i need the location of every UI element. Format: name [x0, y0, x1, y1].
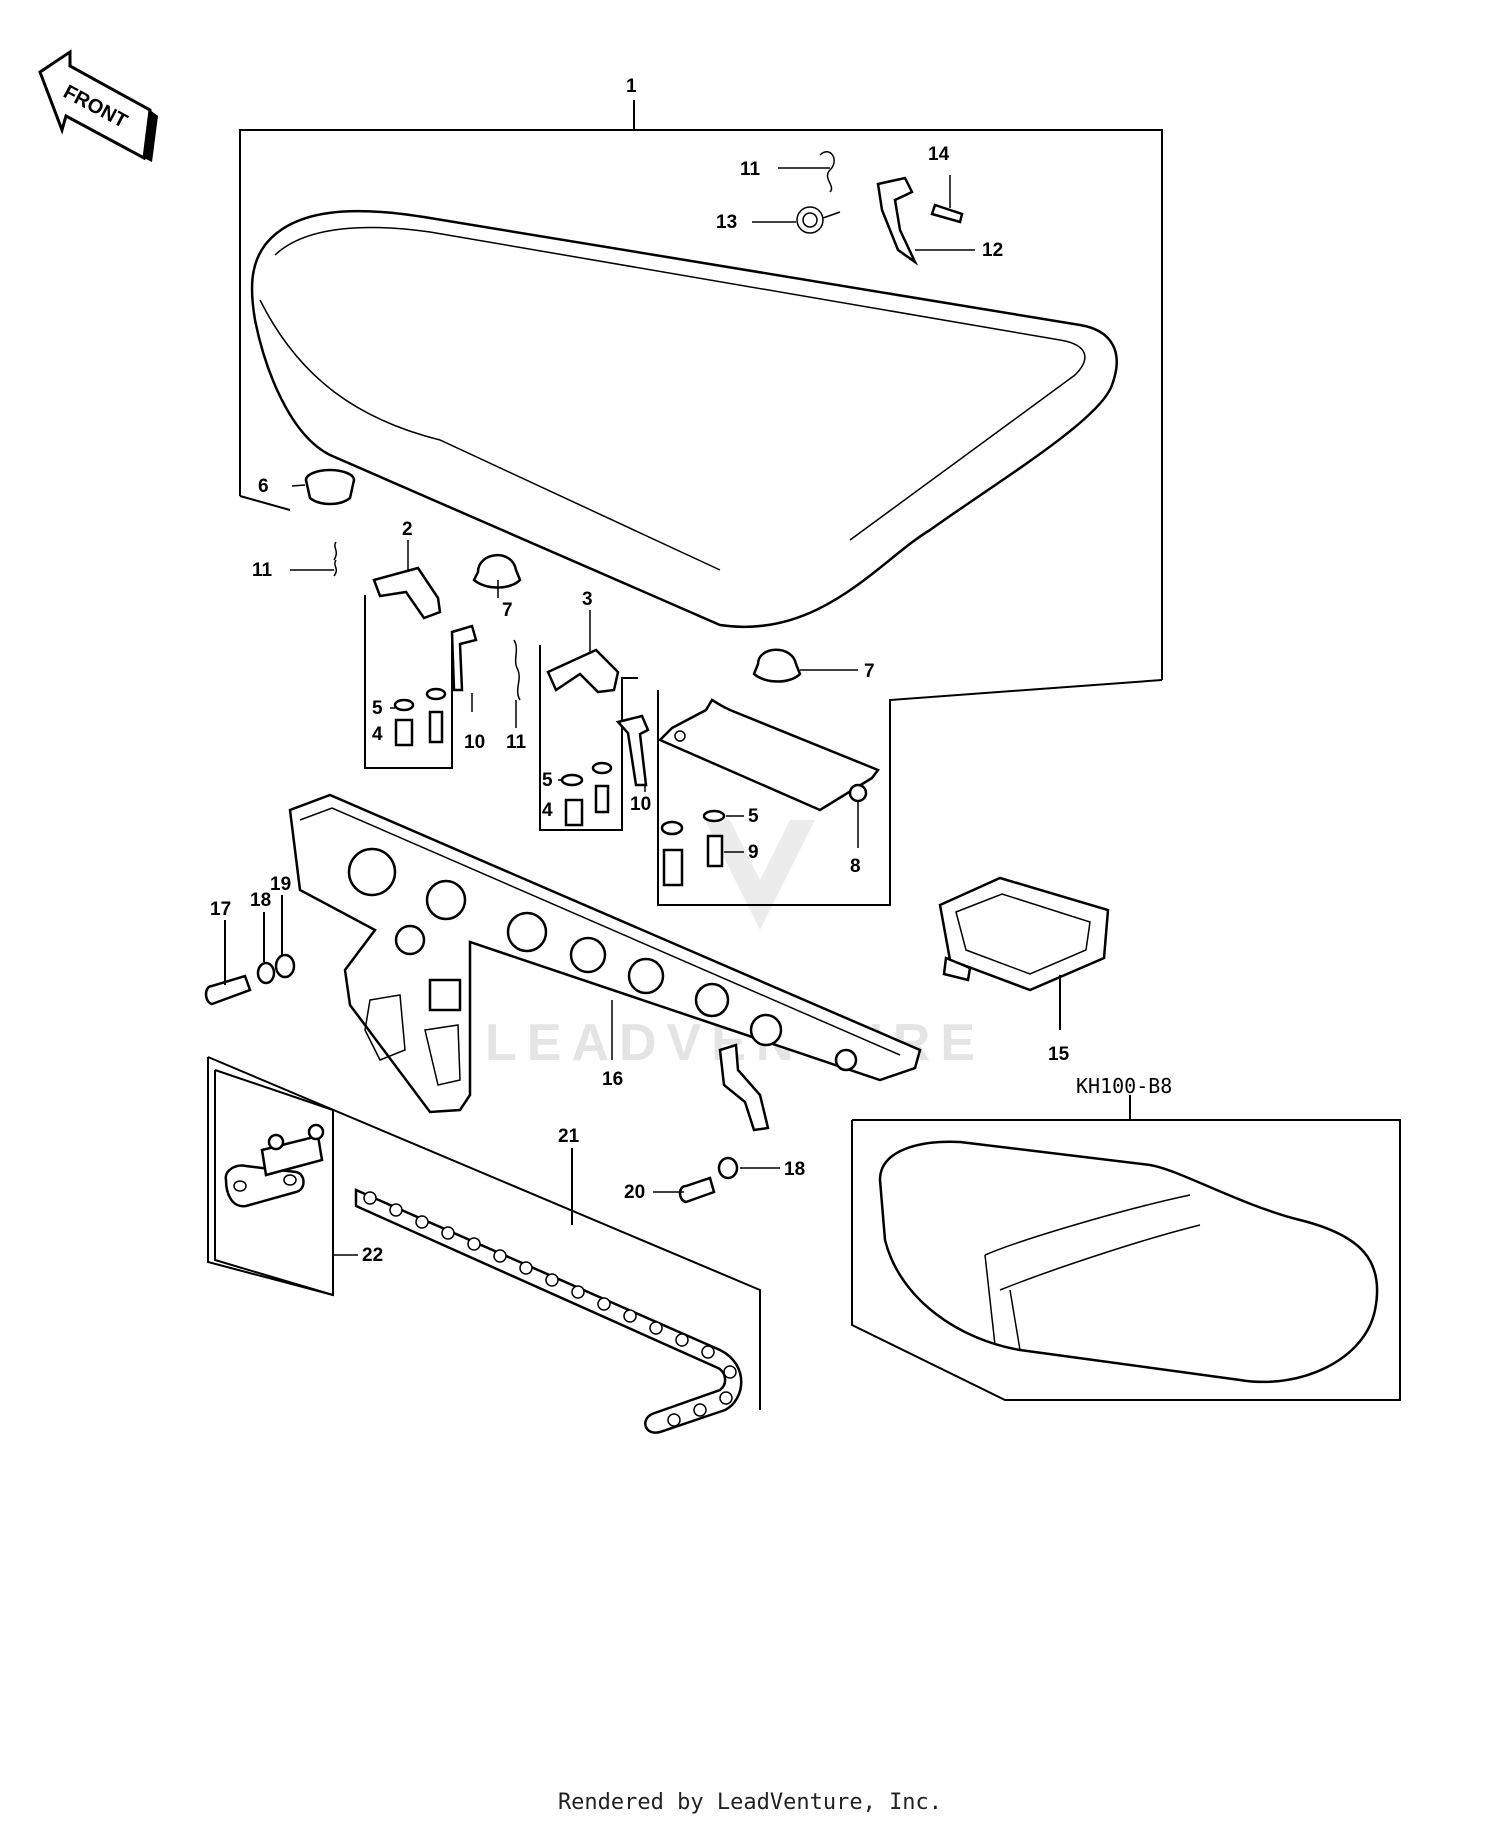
callout-10-a: 10 [464, 732, 485, 753]
front-arrow-icon: FRONT [38, 49, 158, 162]
spring-icon [796, 206, 824, 234]
master-link-22-icon [224, 1123, 325, 1208]
callout-11-mid: 11 [506, 732, 527, 753]
model-label: KH100-B8 [1076, 1074, 1172, 1098]
chain-assembly-box [207, 1056, 761, 1410]
damper-7a-icon [472, 553, 522, 589]
pin-10a-icon [450, 624, 478, 692]
callout-6: 6 [258, 476, 269, 497]
callout-11-top: 11 [740, 159, 761, 180]
hinge-bracket-3-icon [546, 648, 620, 694]
callout-22: 22 [362, 1245, 383, 1266]
callout-13: 13 [716, 212, 737, 233]
footer-credit: Rendered by LeadVenture, Inc. [557, 1790, 943, 1815]
callout-5-a: 5 [372, 698, 383, 719]
callout-17: 17 [210, 899, 231, 920]
rubber-mat-15-icon [938, 876, 1110, 1030]
callout-12: 12 [982, 240, 1003, 261]
kh100-b8-seat-box [851, 1095, 1401, 1401]
leader-lines [290, 167, 975, 1256]
seat-main [250, 209, 1118, 628]
callouts: 1 11 14 13 12 6 2 11 7 3 7 5 4 10 11 5 4… [210, 76, 1172, 1266]
callout-18-right: 18 [784, 1159, 805, 1180]
callout-4-a: 4 [372, 724, 383, 745]
callout-7-left: 7 [502, 600, 513, 621]
callout-1: 1 [626, 76, 637, 97]
pin-10b-icon [615, 714, 650, 787]
callout-4-b: 4 [542, 800, 553, 821]
callout-5-b: 5 [542, 770, 553, 791]
plate-8-group [657, 698, 880, 887]
callout-11-left: 11 [252, 560, 273, 581]
callout-5-c: 5 [748, 806, 759, 827]
callout-16: 16 [602, 1069, 623, 1090]
case-bolt-17-group [204, 895, 296, 1006]
hinge-bracket-2-icon [372, 566, 442, 620]
pin-icon [930, 203, 964, 224]
hinge-bracket-3-group [539, 645, 650, 831]
kh100-b8-seat-icon [878, 1140, 1379, 1384]
callout-9: 9 [748, 842, 759, 863]
callout-3: 3 [582, 589, 593, 610]
plate-8-icon [657, 698, 880, 812]
callout-2: 2 [402, 519, 413, 540]
damper-7b-icon [752, 648, 802, 683]
callout-21: 21 [558, 1126, 580, 1147]
callout-8: 8 [850, 856, 861, 877]
chain-case-16-icon [288, 793, 922, 1132]
callout-19: 19 [270, 874, 291, 895]
seat-lock-hook-icon [876, 176, 919, 266]
callout-14: 14 [928, 144, 950, 165]
seat-lock-parts [796, 150, 964, 266]
callout-15: 15 [1048, 1044, 1070, 1065]
seat-assembly-bracket [239, 100, 1163, 906]
case-bolt-20-group [678, 1156, 739, 1204]
callout-10-b: 10 [630, 794, 651, 815]
drive-chain-21-icon [354, 1188, 743, 1434]
grommet-6-icon [304, 468, 356, 506]
callout-18-left: 18 [250, 890, 271, 911]
callout-7-right: 7 [864, 661, 875, 682]
cotter-pin-icon [819, 150, 835, 193]
hinge-bracket-2-group [333, 541, 521, 769]
callout-20: 20 [624, 1182, 645, 1203]
